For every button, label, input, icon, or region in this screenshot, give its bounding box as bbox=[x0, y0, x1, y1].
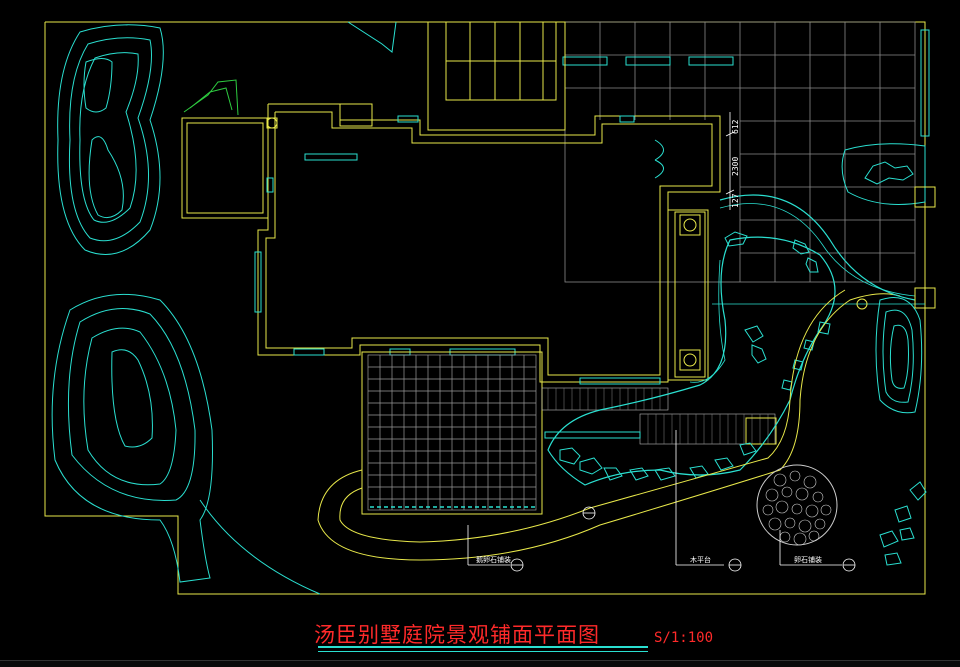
pond-outline bbox=[547, 236, 836, 486]
lawn-boundary-arc-inner bbox=[719, 203, 916, 297]
step-block bbox=[745, 417, 777, 445]
dimension-line bbox=[725, 112, 735, 210]
drawing-title: 汤臣别墅庭院景观铺面平面图 bbox=[314, 623, 600, 647]
stepping-stones bbox=[562, 56, 734, 66]
dimension-2300: 2300 bbox=[731, 157, 740, 176]
curved-path bbox=[199, 499, 321, 595]
dimension-127: 127 bbox=[731, 193, 740, 208]
windows bbox=[254, 115, 661, 385]
drawing-scale: S/1:100 bbox=[654, 630, 714, 646]
planter-edge bbox=[347, 21, 397, 53]
terrace-edge bbox=[361, 351, 543, 515]
cad-status-strip bbox=[0, 660, 960, 667]
callout-leaders bbox=[467, 430, 842, 566]
lawn-boundary-arc bbox=[719, 194, 916, 301]
stone-paving-grid bbox=[564, 21, 916, 283]
callout-cobblestone: 鹅卵石铺装 bbox=[476, 555, 511, 564]
entry-paving bbox=[427, 21, 566, 131]
callout-wood-deck: 木平台 bbox=[690, 555, 711, 564]
pebble-paving-circle bbox=[756, 464, 838, 546]
rockery-right bbox=[879, 481, 927, 566]
garden-path-edges bbox=[317, 289, 901, 561]
planting-bed-upper bbox=[57, 24, 164, 255]
right-planting bbox=[841, 29, 930, 414]
callout-pebble: 卵石铺装 bbox=[794, 555, 822, 564]
title-underline-thin bbox=[318, 651, 648, 652]
dimension-612: 612 bbox=[731, 119, 740, 134]
deck-edge bbox=[544, 431, 641, 439]
planting-bed-lower bbox=[51, 293, 213, 583]
callout-markers bbox=[510, 506, 856, 572]
site-boundary bbox=[44, 21, 926, 595]
lawn-area bbox=[183, 79, 239, 116]
pond-stream-line bbox=[689, 259, 726, 383]
pond-rocks bbox=[559, 231, 831, 481]
door-swing bbox=[654, 139, 664, 179]
right-piers bbox=[856, 186, 936, 310]
title-underline bbox=[318, 646, 648, 648]
terrace-tile-grid bbox=[367, 354, 537, 511]
wood-deck bbox=[541, 387, 776, 445]
villa-footprint bbox=[181, 103, 721, 383]
